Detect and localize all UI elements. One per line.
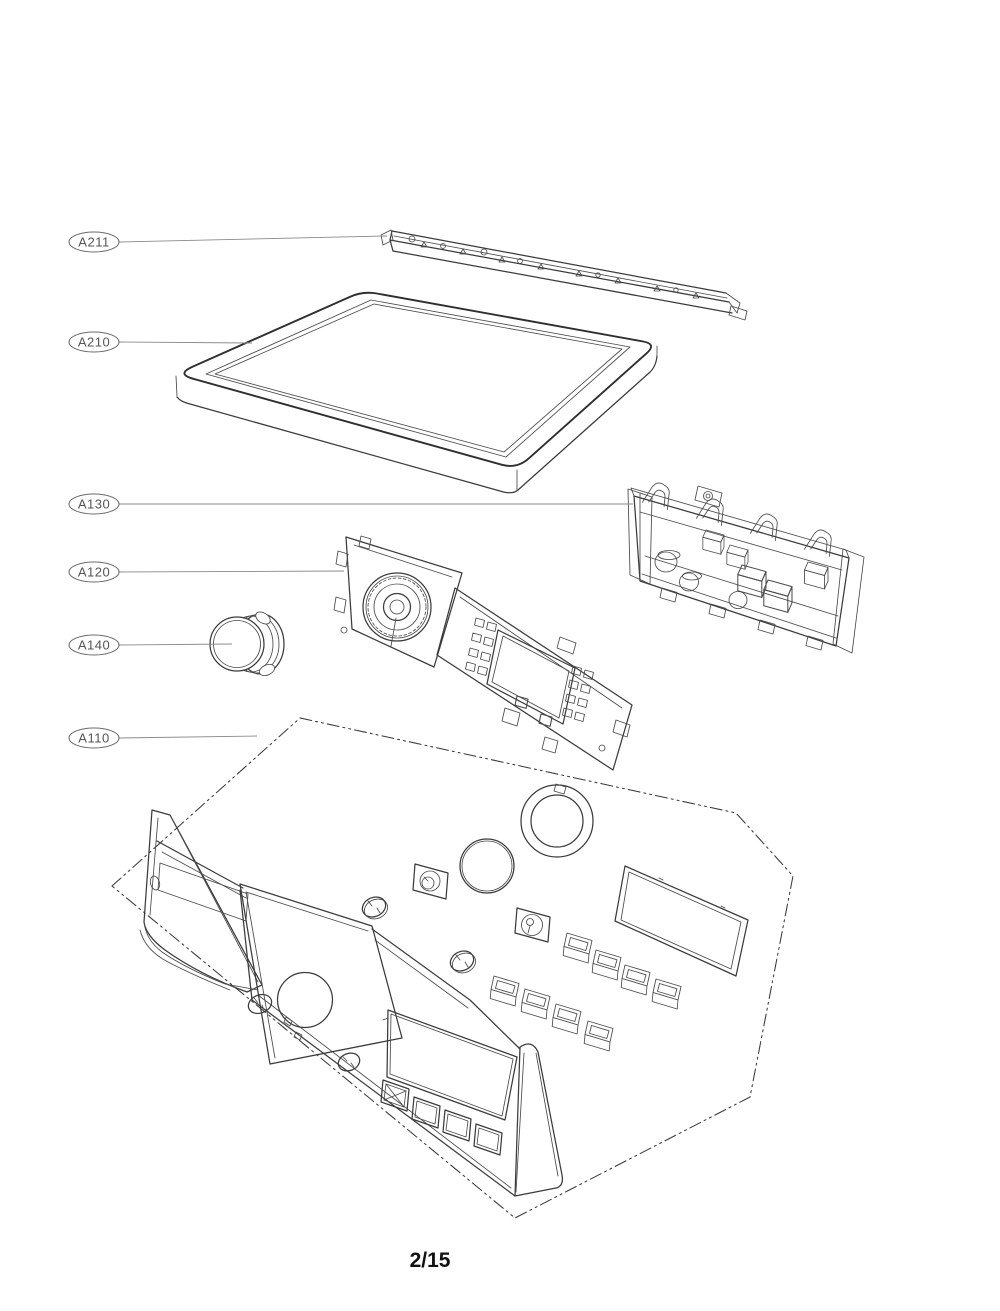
leader-a211: [118, 235, 388, 243]
callout-a210: A210: [68, 331, 253, 353]
tact-switch-grid-left: [465, 617, 497, 676]
part-a110-control-panel-assembly: [139, 783, 749, 1197]
part-a130-main-pcb-assembly: [627, 479, 865, 654]
thin-ring: [459, 838, 515, 894]
leader-a210: [118, 341, 253, 344]
callout-label-a140: A140: [78, 638, 110, 653]
callout-a130: A130: [68, 493, 633, 515]
keyhole-button: [514, 907, 551, 943]
part-a211-top-bracket: [380, 229, 748, 321]
part-a210-top-plate: [175, 291, 658, 494]
keycap-row-lower: [489, 975, 614, 1052]
callout-a120: A120: [68, 561, 345, 583]
display-window: [486, 629, 577, 725]
phantom-boundary-a110: [111, 717, 794, 1219]
callout-label-a130: A130: [78, 497, 110, 512]
flange-button: [412, 863, 449, 900]
display-lens: [614, 865, 749, 977]
indicator-oval-2: [449, 950, 477, 974]
callout-a140: A140: [68, 634, 233, 656]
callout-a211: A211: [68, 231, 388, 253]
rotary-encoder: [362, 572, 432, 647]
indicator-oval-1: [361, 896, 389, 920]
fascia-panel: [156, 840, 563, 1197]
callout-label-a110: A110: [78, 731, 109, 746]
callout-a110: A110: [68, 727, 258, 749]
callout-label-a120: A120: [78, 565, 110, 580]
part-a120-display-pcb-assembly: [333, 535, 633, 771]
leader-a110: [118, 735, 258, 739]
tact-switch-grid-right: [562, 665, 594, 722]
part-a140-knob: [209, 611, 285, 677]
keycap-row-upper: [562, 932, 682, 1010]
page-indicator: 2/15: [409, 1249, 451, 1272]
callout-label-a211: A211: [78, 235, 109, 250]
double-ring: [520, 783, 594, 858]
callout-label-a210: A210: [78, 335, 110, 350]
left-bracket: [139, 809, 263, 993]
leader-a120: [118, 570, 345, 573]
bracket-screws: [408, 235, 700, 299]
fascia-button-holes: [380, 1079, 503, 1156]
leader-a140: [118, 643, 233, 646]
